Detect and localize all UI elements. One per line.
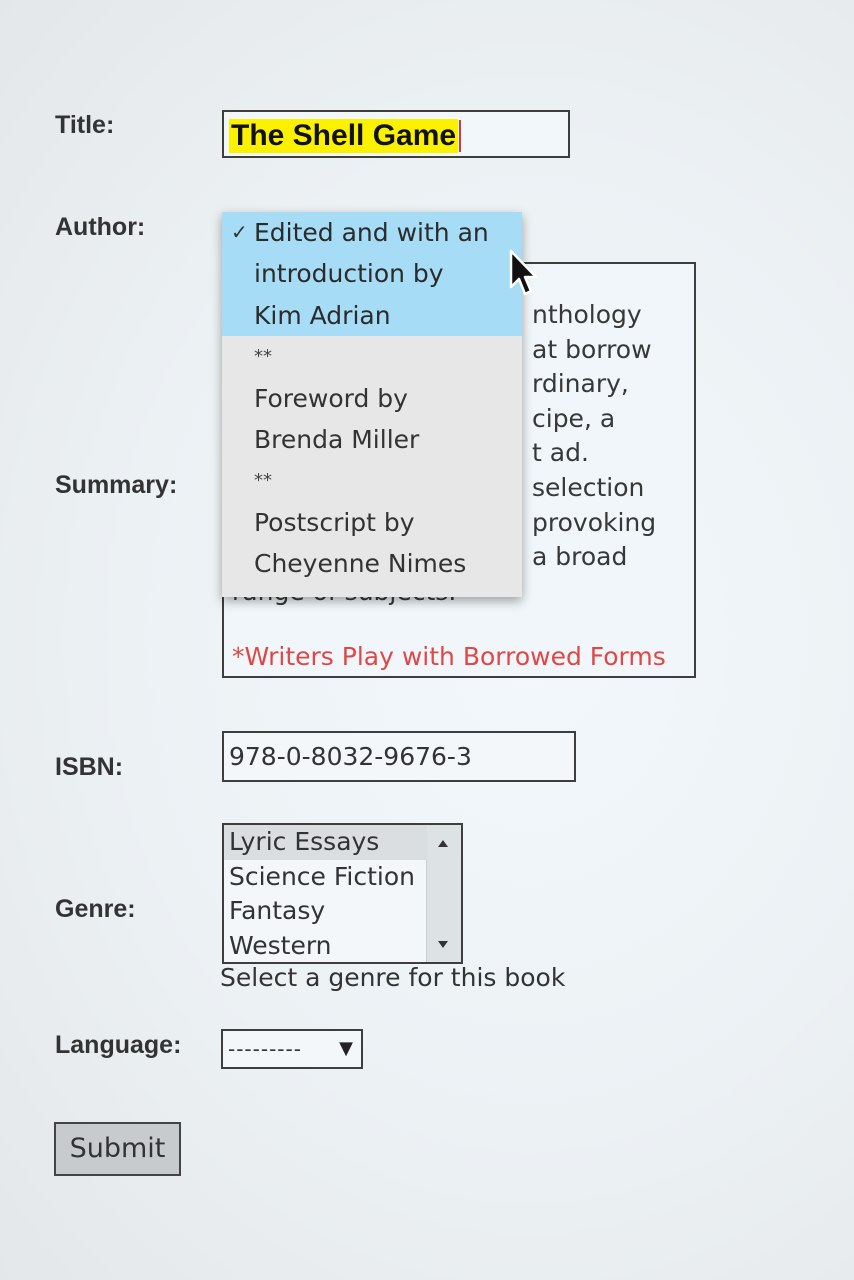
- isbn-label: ISBN:: [55, 753, 124, 781]
- genre-option[interactable]: Science Fiction: [229, 861, 415, 891]
- genre-option[interactable]: Western: [229, 930, 332, 960]
- summary-line: a broad: [532, 542, 628, 572]
- author-label: Author:: [55, 213, 146, 241]
- menu-separator: **: [222, 336, 522, 377]
- author-option-label: Edited and with an: [254, 218, 489, 247]
- language-select-value: ---------: [228, 1037, 302, 1061]
- summary-line: rdinary,: [532, 369, 629, 399]
- summary-line: t ad.: [532, 438, 589, 468]
- menu-separator: **: [222, 460, 522, 501]
- genre-label: Genre:: [55, 895, 136, 923]
- title-input[interactable]: The Shell Game: [222, 110, 570, 158]
- author-option-label: **: [254, 346, 272, 368]
- isbn-input[interactable]: 978-0-8032-9676-3: [222, 731, 576, 782]
- author-option[interactable]: ✓Edited and with an introduction by Kim Ad…: [222, 212, 522, 337]
- language-select[interactable]: --------- ▼: [221, 1029, 363, 1069]
- summary-line: cipe, a: [532, 403, 616, 433]
- author-option-label: Cheyenne Nimes: [254, 549, 467, 579]
- author-option[interactable]: Foreword by Brenda Miller: [222, 378, 522, 461]
- language-label: Language:: [55, 1031, 182, 1059]
- author-option-label: Kim Adrian: [254, 300, 391, 330]
- author-option-label: Brenda Miller: [254, 425, 420, 455]
- dropdown-arrow-icon: ▼: [339, 1038, 353, 1059]
- scroll-down-icon[interactable]: [438, 941, 448, 948]
- genre-option[interactable]: Lyric Essays: [224, 825, 427, 860]
- mouse-pointer-icon: [509, 249, 538, 296]
- summary-label: Summary:: [55, 471, 178, 499]
- text-caret: [459, 120, 461, 152]
- genre-help-text: Select a genre for this book: [220, 963, 566, 992]
- summary-line: selection: [532, 472, 645, 502]
- author-dropdown-menu[interactable]: ✓Edited and with an introduction by Kim Ad…: [222, 212, 522, 597]
- genre-option[interactable]: Fantasy: [229, 896, 326, 925]
- title-label: Title:: [55, 111, 115, 139]
- genre-scrollbar[interactable]: [426, 825, 461, 962]
- title-input-value: The Shell Game: [229, 119, 459, 153]
- author-option-label: introduction by: [254, 259, 444, 289]
- summary-line: provoking: [532, 507, 657, 537]
- summary-line: nthology: [532, 300, 642, 329]
- submit-button[interactable]: Submit: [54, 1122, 181, 1176]
- summary-note: *Writers Play with Borrowed Forms: [232, 642, 666, 671]
- author-option[interactable]: Postscript by Cheyenne Nimes: [222, 502, 522, 585]
- author-option-label: Foreword by: [254, 383, 408, 413]
- author-option-label: **: [254, 470, 272, 492]
- author-option-label: Postscript by: [254, 507, 415, 537]
- checkmark-icon: ✓: [231, 220, 248, 244]
- summary-line: at borrow: [532, 334, 652, 364]
- scroll-up-icon[interactable]: [438, 840, 448, 847]
